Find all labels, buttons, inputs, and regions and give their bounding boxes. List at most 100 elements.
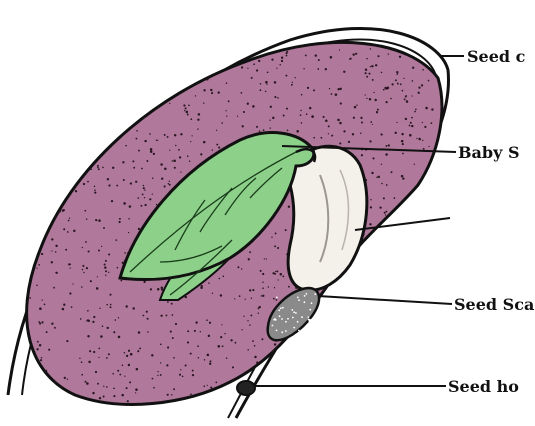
stipple-dot [237,266,239,268]
stipple-dot [129,205,132,208]
stipple-dot [377,55,379,57]
stipple-dot [152,72,153,73]
stipple-dot [82,265,84,267]
stipple-dot [55,245,57,247]
scar-dot [306,293,308,295]
stipple-dot [183,39,184,40]
stipple-dot [33,238,36,241]
stipple-dot [409,134,412,137]
stipple-dot [404,343,406,345]
stipple-dot [137,47,139,49]
stipple-dot [105,133,108,136]
stipple-dot [275,299,277,301]
stipple-dot [323,116,325,118]
stipple-dot [249,324,250,325]
stipple-dot [103,395,105,397]
stipple-dot [368,254,370,256]
stipple-dot [263,129,265,131]
stipple-dot [210,387,212,389]
stipple-dot [41,357,43,359]
stipple-dot [292,82,293,83]
stipple-dot [442,337,443,338]
stipple-dot [104,40,106,42]
stipple-dot [94,186,95,187]
stipple-dot [88,320,90,322]
scar-dot [293,327,295,329]
stipple-dot [190,118,192,120]
stipple-dot [383,197,385,199]
stipple-dot [185,107,187,109]
stipple-dot [126,109,128,111]
stipple-dot [87,181,89,183]
stipple-dot [110,306,112,308]
stipple-dot [423,180,425,182]
stipple-dot [264,258,265,259]
scar-dot [281,318,283,320]
stipple-dot [172,337,174,339]
stipple-dot [210,398,212,400]
stipple-dot [38,321,40,323]
stipple-dot [144,197,145,198]
stipple-dot [216,130,217,131]
stipple-dot [71,113,73,115]
stipple-dot [160,343,162,345]
stipple-dot [51,323,53,325]
stipple-dot [381,134,383,136]
stipple-dot [343,71,345,73]
stipple-dot [98,405,100,407]
stipple-dot [129,69,132,72]
stipple-dot [190,393,192,395]
stipple-dot [203,385,205,387]
stipple-dot [150,150,153,153]
stipple-dot [192,374,194,376]
stipple-dot [125,145,127,147]
stipple-dot [187,341,189,343]
stipple-dot [234,47,236,49]
stipple-dot [262,287,264,289]
scar-dot [304,295,306,297]
stipple-dot [89,94,91,96]
stipple-dot [375,37,377,39]
stipple-dot [237,116,238,117]
stipple-dot [208,335,210,337]
stipple-dot [413,218,415,220]
stipple-dot [172,314,174,316]
stipple-dot [427,295,428,296]
stipple-dot [293,395,295,397]
stipple-dot [134,64,136,66]
stipple-dot [266,39,268,41]
stipple-dot [410,240,412,242]
stipple-dot [220,336,222,338]
stipple-dot [317,68,319,70]
stipple-dot [52,128,55,131]
stipple-dot [262,30,264,32]
stipple-dot [155,60,157,62]
stipple-dot [96,287,99,290]
scar-dot [298,330,300,332]
stipple-dot [235,342,237,344]
stipple-dot [210,89,212,91]
stipple-dot [130,182,132,184]
stipple-dot [424,126,426,128]
stipple-dot [430,237,432,239]
stipple-dot [74,118,76,120]
stipple-dot [146,311,148,313]
stipple-dot [128,218,130,220]
stipple-dot [323,310,325,312]
stipple-dot [108,353,110,355]
stipple-dot [431,361,433,363]
stipple-dot [69,43,71,45]
stipple-dot [374,99,376,101]
stipple-dot [411,321,412,322]
stipple-dot [194,40,196,42]
stipple-dot [309,107,311,109]
stipple-dot [207,385,208,386]
stipple-dot [200,287,203,290]
stipple-dot [150,148,153,151]
stipple-dot [20,179,22,181]
stipple-dot [243,316,244,317]
stipple-dot [52,93,54,95]
stipple-dot [222,275,224,277]
stipple-dot [24,391,26,393]
stipple-dot [365,72,367,74]
